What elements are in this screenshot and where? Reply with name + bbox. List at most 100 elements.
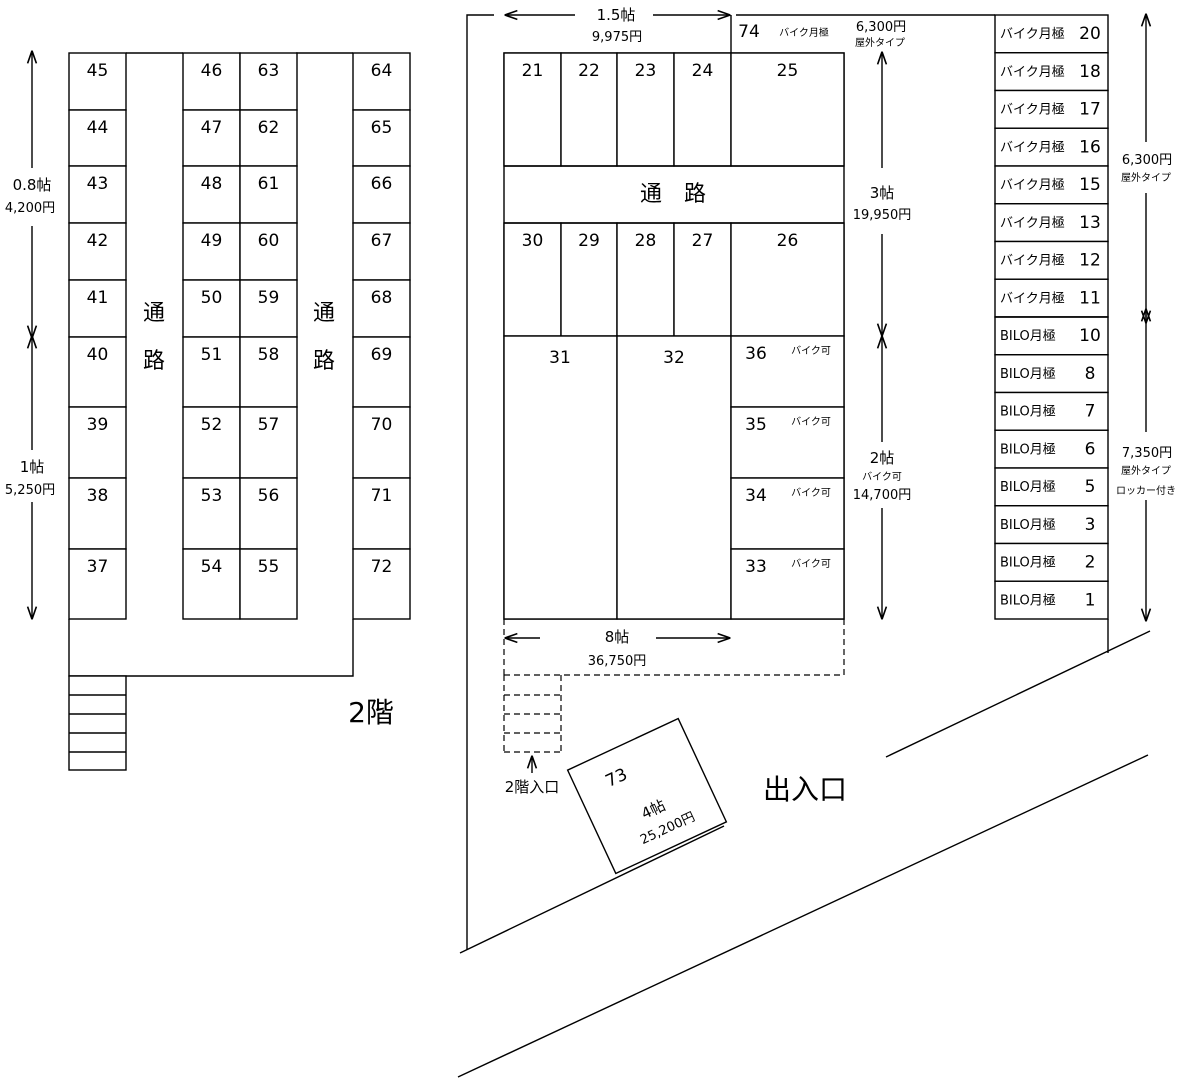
- unit-cell: [182, 548, 241, 620]
- aisle-char: 路: [143, 349, 165, 374]
- unit-number: 47: [201, 118, 223, 138]
- unit-type: バイク月極: [1000, 102, 1065, 118]
- floor2-aisle-left-label: 通 路: [143, 301, 165, 374]
- unit-type: BILO月極: [1000, 328, 1056, 344]
- storage-unit: 26: [730, 222, 845, 337]
- floor2-stairs: [68, 675, 127, 771]
- dim-small-price: 4,200円: [5, 201, 55, 216]
- storage-unit: 41: [68, 279, 127, 338]
- road-edge: [457, 754, 1149, 1078]
- unit-cell: [68, 548, 127, 620]
- storage-unit: 27: [673, 222, 732, 337]
- storage-unit: 25: [730, 52, 845, 167]
- unit-cell: [182, 222, 241, 281]
- dim-2jo: 2帖 バイク可 14,700円: [853, 337, 911, 618]
- unit-type: バイク月極: [779, 26, 829, 39]
- storage-unit: 29: [560, 222, 618, 337]
- unit-cell: [730, 406, 845, 479]
- storage-unit: 54: [182, 548, 241, 620]
- unit-number: 39: [87, 415, 109, 435]
- storage-unit: 61: [239, 165, 298, 224]
- storage-unit: 45: [68, 52, 127, 111]
- storage-unit: 57: [239, 406, 298, 479]
- unit-type: バイク月極: [1000, 26, 1065, 42]
- floor2-entrance-stairs: 2階入口: [503, 675, 562, 796]
- unit-number: 15: [1079, 175, 1101, 195]
- unit-cell: [730, 222, 845, 337]
- unit-type: BILO月極: [1000, 479, 1056, 495]
- bilo-locker: ロッカー付き: [1116, 484, 1176, 497]
- storage-unit: 58: [239, 336, 298, 408]
- storage-unit: 43: [68, 165, 127, 224]
- bike-ok-note: バイク可: [791, 416, 831, 428]
- unit-cell: [616, 222, 675, 337]
- unit-type: BILO月極: [1000, 404, 1056, 420]
- dim-bike-outdoor: 6,300円 屋外タイプ: [1121, 15, 1172, 322]
- unit-number: 7: [1085, 402, 1096, 422]
- unit-number: 46: [201, 61, 223, 81]
- dim3-size: 3帖: [870, 184, 895, 202]
- bike-ok-note: バイク可: [791, 487, 831, 499]
- storage-unit: 71: [352, 477, 411, 550]
- unit-number: 30: [522, 231, 544, 251]
- unit-number: 62: [258, 118, 280, 138]
- storage-unit: 38: [68, 477, 127, 550]
- unit-number: 13: [1079, 213, 1101, 233]
- unit-cell: [730, 335, 845, 408]
- storage-unit: 60: [239, 222, 298, 281]
- unit-number: 17: [1079, 100, 1101, 120]
- unit-number: 8: [1085, 364, 1096, 384]
- unit-cell: [352, 477, 411, 550]
- unit-cell: [68, 279, 127, 338]
- unit-number: 21: [522, 61, 544, 81]
- site-boundary-left: [466, 14, 494, 950]
- unit-number: 50: [201, 288, 223, 308]
- storage-unit: 53: [182, 477, 241, 550]
- floor1-aisle: 通 路: [504, 165, 844, 224]
- unit-number: 36: [745, 344, 767, 364]
- unit-cell: [994, 278, 1109, 318]
- unit-subtype: 屋外タイプ: [855, 37, 905, 49]
- unit-number: 70: [371, 415, 393, 435]
- dim-top-price: 9,975円: [592, 30, 642, 45]
- unit-cell: [503, 335, 618, 620]
- storage-unit: 65: [352, 109, 411, 167]
- floor2-walkway-outline: [68, 619, 354, 677]
- unit-cell: [68, 336, 127, 408]
- unit-cell: [730, 52, 845, 167]
- unit-cell: [239, 336, 298, 408]
- dim-3jo: 3帖 19,950円: [853, 53, 911, 335]
- unit-number: 23: [635, 61, 657, 81]
- unit-number: 29: [578, 231, 600, 251]
- storage-unit: 62: [239, 109, 298, 167]
- storage-unit: 68: [352, 279, 411, 338]
- unit-number: 74: [738, 22, 760, 42]
- road-edge: [459, 825, 725, 954]
- storage-unit: 42: [68, 222, 127, 281]
- unit-number: 37: [87, 557, 109, 577]
- unit-cell: [352, 406, 411, 479]
- unit-type: BILO月極: [1000, 366, 1056, 382]
- unit-number: 56: [258, 486, 280, 506]
- unit-cell: [68, 477, 127, 550]
- storage-unit: 21: [503, 52, 562, 167]
- storage-unit: 56: [239, 477, 298, 550]
- unit-number: 38: [87, 486, 109, 506]
- storage-unit: 48: [182, 165, 241, 224]
- unit-number: 42: [87, 231, 109, 251]
- storage-unit: 59: [239, 279, 298, 338]
- aisle-char: 通: [313, 301, 335, 326]
- unit-cell: [352, 336, 411, 408]
- unit-cell: [239, 279, 298, 338]
- storage-unit: 37: [68, 548, 127, 620]
- bike-ok-note: バイク可: [791, 345, 831, 357]
- unit-number: 22: [578, 61, 600, 81]
- storage-unit: 55: [239, 548, 298, 620]
- bilo-price: 7,350円: [1122, 446, 1172, 461]
- unit-number: 1: [1085, 590, 1096, 610]
- unit-number: 18: [1079, 62, 1101, 82]
